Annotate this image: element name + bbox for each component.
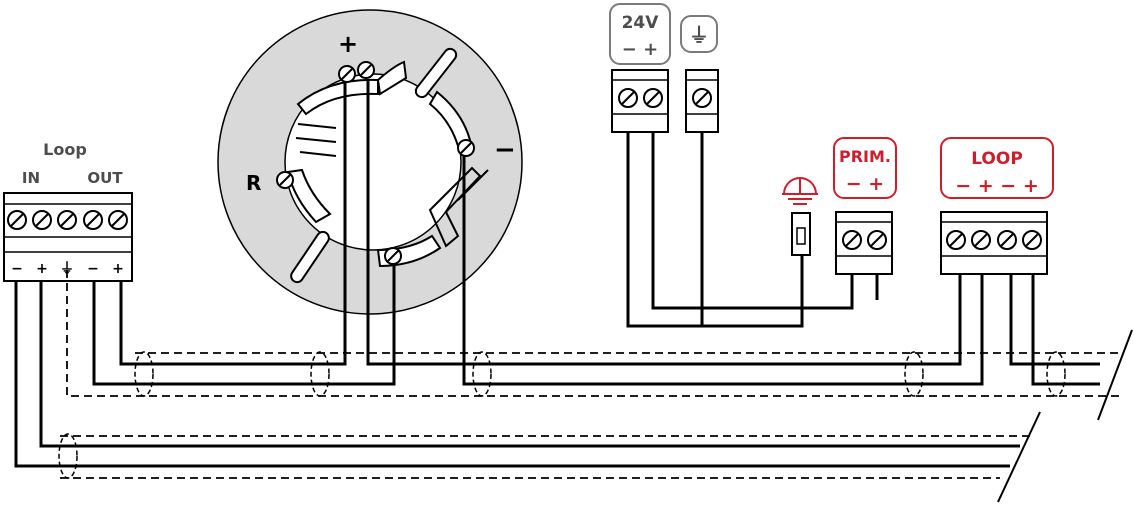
panel-loop-label: LOOP xyxy=(971,149,1023,169)
supply-24v-label-box xyxy=(609,3,671,65)
base-hook xyxy=(428,166,482,248)
base-r-label: R xyxy=(246,171,261,195)
supply-24v-label: 24V xyxy=(622,13,660,33)
loop-module: Loop IN OUT − + ⏚ − + xyxy=(3,140,133,282)
loop-title: Loop xyxy=(43,140,87,159)
supply-screw-minus xyxy=(618,88,638,108)
loop-screw-4 xyxy=(83,210,103,230)
panel-loop: LOOP − + − + xyxy=(940,137,1054,275)
loop-screw-5 xyxy=(108,210,128,230)
base-screw-plus-2 xyxy=(357,61,375,79)
panel-loop-screw-3 xyxy=(997,230,1017,250)
wire-panel-return-2 xyxy=(1031,274,1100,386)
loop-terminal-label-4: − xyxy=(87,261,99,277)
wire-base-plus-to-panel xyxy=(366,80,962,366)
panel-loop-screw-2 xyxy=(971,230,991,250)
base-slot-top xyxy=(414,47,458,99)
base-plus-label: + xyxy=(338,30,358,58)
base-screw-bottom xyxy=(384,247,402,265)
loop-terminal-label-5: + xyxy=(112,261,124,277)
wire-panel-return-1 xyxy=(1009,274,1100,366)
supply-earth-symbol: ⏚ xyxy=(689,23,709,47)
wire-24v-plus xyxy=(651,132,854,310)
loop-screw-3 xyxy=(57,210,77,230)
wire-in-plus xyxy=(39,281,1020,448)
supply-24v: 24V − + ⏚ xyxy=(609,3,719,133)
base-minus-label: − xyxy=(494,135,516,165)
supply-screw-earth xyxy=(692,88,712,108)
panel-loop-screw-4 xyxy=(1022,230,1042,250)
cable-break-marks xyxy=(997,329,1133,503)
prim-screw-minus xyxy=(842,230,862,250)
cable-sheaths xyxy=(58,351,1066,479)
wire-in-minus xyxy=(14,281,1010,468)
supply-earth-label-box xyxy=(680,15,718,53)
base-contact-r xyxy=(286,168,332,224)
wire-out-minus xyxy=(92,264,396,386)
detector-base: + − R xyxy=(217,9,523,315)
loop-screw-1 xyxy=(7,210,27,230)
supply-24v-polarity: − + xyxy=(622,39,658,60)
supply-screw-plus xyxy=(643,88,663,108)
loop-terminal-label-1: − xyxy=(11,261,23,277)
loop-screw-2 xyxy=(32,210,52,230)
prim-screw-plus xyxy=(867,230,887,250)
panel-loop-polarity: − + − + xyxy=(955,175,1039,197)
panel-loop-screw-1 xyxy=(946,230,966,250)
prim-polarity: − + xyxy=(846,173,884,195)
prim-label: PRIM. xyxy=(839,147,891,166)
wire-out-plus xyxy=(119,82,347,366)
loop-out-label: OUT xyxy=(87,169,123,187)
shield-out xyxy=(66,270,1120,397)
loop-in-label: IN xyxy=(22,169,40,187)
panel-earth xyxy=(782,177,818,256)
base-left-marks xyxy=(295,123,337,157)
wires-shield xyxy=(60,270,1120,479)
loop-terminal-label-3: ⏚ xyxy=(60,261,74,277)
loop-terminal-label-2: + xyxy=(36,261,48,277)
base-slot-bottom xyxy=(290,230,330,284)
wire-24v-minus xyxy=(626,132,702,328)
wire-earth xyxy=(700,132,804,328)
base-screw-r xyxy=(276,171,294,189)
base-screw-minus xyxy=(457,139,475,157)
panel-prim: PRIM. − + xyxy=(833,137,897,275)
panel-loop-label-box xyxy=(940,137,1054,199)
prim-label-box xyxy=(833,137,897,199)
wires-solid xyxy=(14,80,1100,468)
wire-base-minus-to-panel xyxy=(462,156,984,386)
base-screw-plus-1 xyxy=(338,65,356,83)
